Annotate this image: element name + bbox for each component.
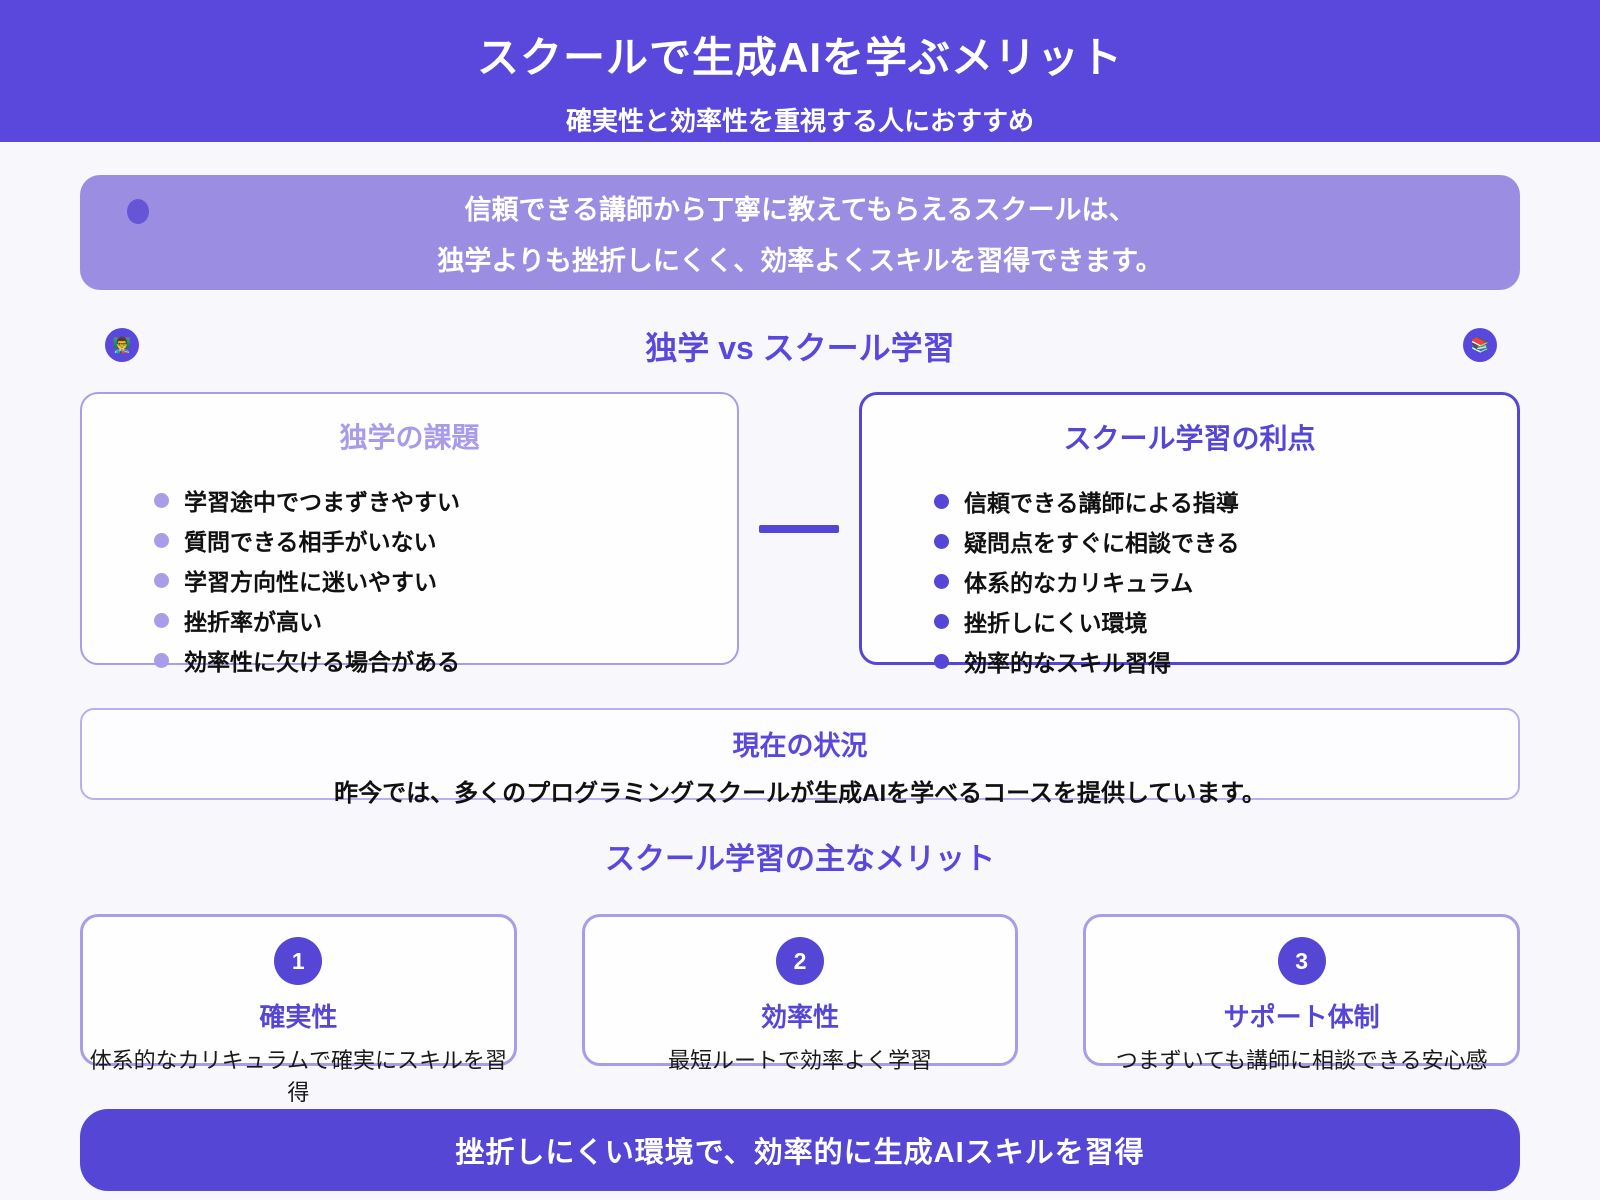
intro-banner-line1: 信頼できる講師から丁寧に教えてもらえるスクールは、 <box>464 194 1136 225</box>
merit-card-title: サポート体制 <box>1223 1002 1380 1032</box>
vs-connector <box>739 392 859 665</box>
status-box-body: 昨今では、多くのプログラミングスクールが生成AIを学べるコースを提供しています。 <box>334 780 1266 807</box>
status-box: 現在の状況 昨今では、多くのプログラミングスクールが生成AIを学べるコースを提供… <box>80 708 1520 807</box>
school-card-title: スクール学習の利点 <box>1063 423 1316 454</box>
list-item-label: 挫折しにくい環境 <box>964 610 1148 636</box>
intro-banner: 信頼できる講師から丁寧に教えてもらえるスクールは、 独学よりも挫折しにくく、効率… <box>80 175 1520 290</box>
bullet-dot-icon <box>934 533 949 549</box>
list-item-label: 効率性に欠ける場合がある <box>184 649 460 675</box>
decorative-dot-icon <box>127 199 149 224</box>
step-number-badge: 1 <box>274 937 323 985</box>
page-subtitle: 確実性と効率性を重視する人におすすめ <box>565 106 1034 136</box>
list-item-label: 信頼できる講師による指導 <box>964 490 1239 516</box>
bullet-dot-icon <box>934 493 949 509</box>
comparison-row: 独学の課題 学習途中でつまずきやすい 質問できる相手がいない 学習方向性に迷いや… <box>80 392 1520 676</box>
list-item-label: 学習方向性に迷いやすい <box>184 569 437 595</box>
list-item-label: 学習途中でつまずきやすい <box>184 489 460 515</box>
merit-card-title: 効率性 <box>761 1002 840 1032</box>
page-header: スクールで生成AIを学ぶメリット 確実性と効率性を重視する人におすすめ <box>0 0 1600 142</box>
bullet-dot-icon <box>934 573 949 589</box>
merits-section-title: スクール学習の主なメリット <box>605 843 995 876</box>
content-area: 信頼できる講師から丁寧に教えてもらえるスクールは、 独学よりも挫折しにくく、効率… <box>80 175 1521 1191</box>
merit-card-description: 体系的なカリキュラムで確実にスキルを習得 <box>89 1048 507 1105</box>
list-item: 質問できる相手がいない <box>154 520 713 560</box>
footer-banner: 挫折しにくい環境で、効率的に生成AIスキルを習得 <box>80 1109 1520 1191</box>
list-item: 効率性に欠ける場合がある <box>154 640 713 680</box>
self-study-list: 学習途中でつまずきやすい 質問できる相手がいない 学習方向性に迷いやすい 挫折率… <box>106 480 713 680</box>
bullet-dot-icon <box>154 572 169 588</box>
list-item-label: 疑問点をすぐに相談できる <box>964 530 1240 556</box>
merits-row: 1 確実性 体系的なカリキュラムで確実にスキルを習得 2 効率性 最短ルートで効… <box>80 914 1521 1105</box>
vs-connector-line <box>759 524 839 533</box>
bullet-dot-icon <box>154 612 169 628</box>
comparison-title: 独学 vs スクール学習 <box>645 330 955 366</box>
teacher-icon: 👨‍🏫 <box>105 328 139 362</box>
self-study-card: 独学の課題 学習途中でつまずきやすい 質問できる相手がいない 学習方向性に迷いや… <box>80 392 739 675</box>
self-study-card-title: 独学の課題 <box>339 422 480 453</box>
merit-card-certainty: 1 確実性 体系的なカリキュラムで確実にスキルを習得 <box>80 914 517 1105</box>
list-item: 信頼できる講師による指導 <box>934 481 1493 521</box>
bullet-dot-icon <box>154 492 169 508</box>
school-list: 信頼できる講師による指導 疑問点をすぐに相談できる 体系的なカリキュラム 挫折し… <box>886 481 1493 681</box>
list-item-label: 効率的なスキル習得 <box>964 650 1171 676</box>
page-title: スクールで生成AIを学ぶメリット <box>476 34 1123 81</box>
intro-banner-line2: 独学よりも挫折しにくく、効率よくスキルを習得できます。 <box>437 245 1163 276</box>
list-item-label: 挫折率が高い <box>184 609 322 635</box>
list-item: 挫折しにくい環境 <box>934 601 1493 641</box>
merit-card-support: 3 サポート体制 つまずいても講師に相談できる安心感 <box>1083 914 1521 1073</box>
merit-card-description: 最短ルートで効率よく学習 <box>668 1048 933 1073</box>
step-number-badge: 2 <box>776 937 824 985</box>
books-icon: 📚 <box>1463 328 1497 362</box>
list-item: 体系的なカリキュラム <box>934 561 1493 601</box>
list-item-label: 質問できる相手がいない <box>184 529 437 555</box>
bullet-dot-icon <box>934 613 949 629</box>
school-card: スクール学習の利点 信頼できる講師による指導 疑問点をすぐに相談できる 体系的な… <box>859 392 1520 676</box>
list-item-label: 体系的なカリキュラム <box>964 570 1194 596</box>
merit-card-efficiency: 2 効率性 最短ルートで効率よく学習 <box>581 914 1019 1073</box>
list-item: 疑問点をすぐに相談できる <box>934 521 1493 561</box>
list-item: 挫折率が高い <box>154 600 713 640</box>
bullet-dot-icon <box>154 652 169 668</box>
merit-card-title: 確実性 <box>259 1002 338 1032</box>
list-item: 学習途中でつまずきやすい <box>154 480 713 520</box>
step-number-badge: 3 <box>1277 937 1326 985</box>
list-item: 学習方向性に迷いやすい <box>154 560 713 600</box>
merit-card-description: つまずいても講師に相談できる安心感 <box>1115 1048 1488 1073</box>
comparison-title-row: 👨‍🏫 独学 vs スクール学習 📚 <box>80 320 1520 372</box>
bullet-dot-icon <box>934 653 949 669</box>
list-item: 効率的なスキル習得 <box>934 641 1493 681</box>
status-box-title: 現在の状況 <box>732 731 868 761</box>
bullet-dot-icon <box>154 532 169 548</box>
